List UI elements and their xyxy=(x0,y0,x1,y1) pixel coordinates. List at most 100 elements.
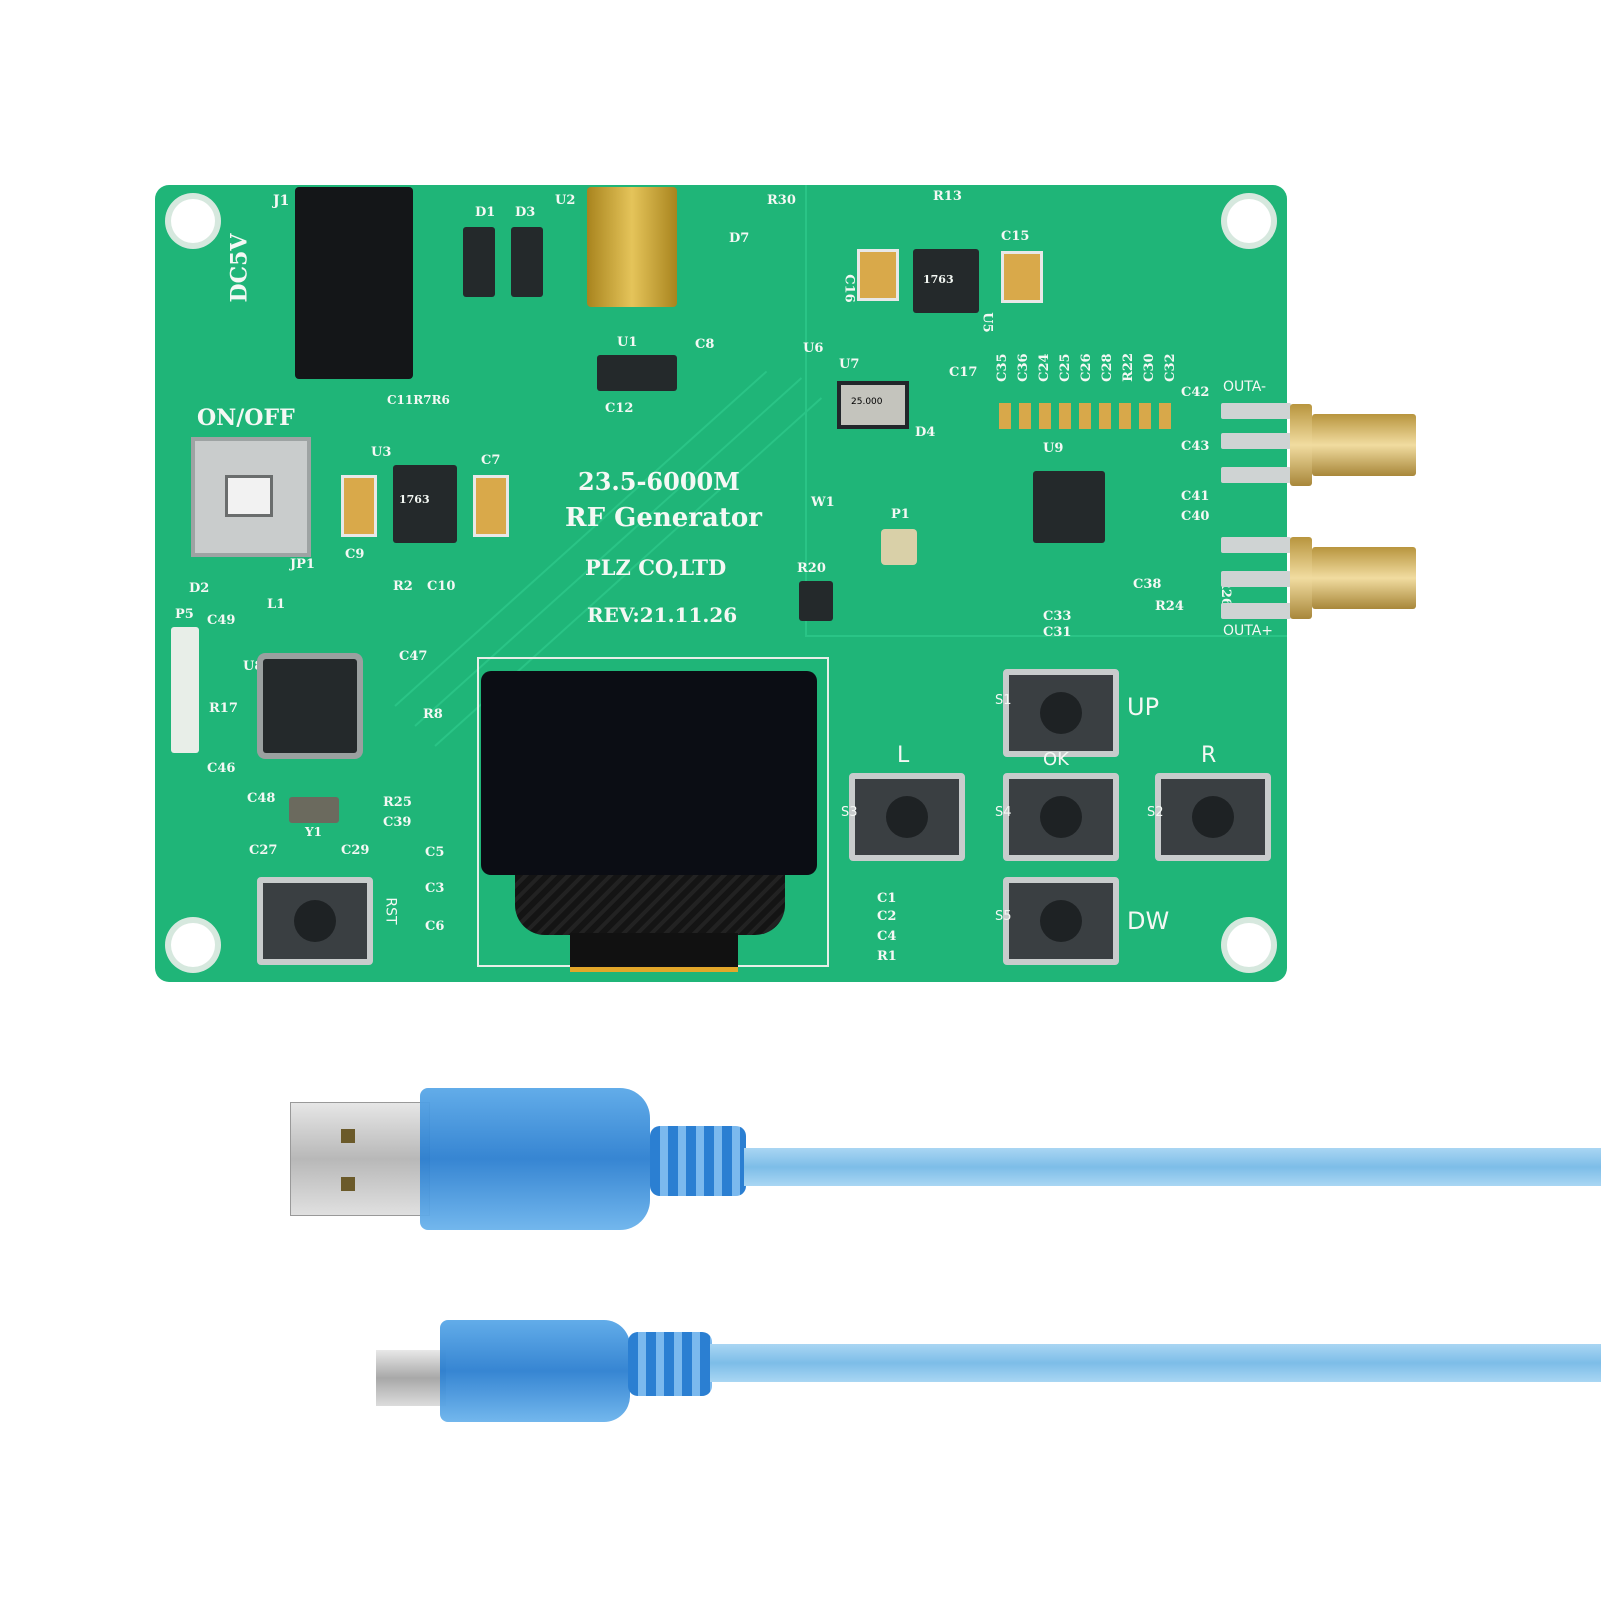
ref-label: C4 xyxy=(877,929,897,944)
ref-label: L1 xyxy=(267,597,286,612)
ref-label: R17 xyxy=(209,701,238,716)
ref-label: C6 xyxy=(425,919,445,934)
ufl-connector[interactable] xyxy=(881,529,917,565)
ref-label: C25 xyxy=(1058,353,1073,382)
mount-hole xyxy=(1227,923,1271,967)
ref-label: S1 xyxy=(995,693,1012,708)
switch-knob[interactable] xyxy=(225,475,273,517)
crystal-y1 xyxy=(289,797,339,823)
ref-label: D4 xyxy=(915,425,936,440)
ref-label: C48 xyxy=(247,791,276,806)
ref-label: S4 xyxy=(995,805,1012,820)
ref-label: C8 xyxy=(695,337,715,352)
up-button[interactable] xyxy=(1003,669,1119,757)
ref-label: C41 xyxy=(1181,489,1210,504)
down-label: DW xyxy=(1127,907,1170,935)
ref-label: C1 xyxy=(877,891,897,906)
ref-label: D2 xyxy=(189,581,210,596)
sma-flange-minus xyxy=(1290,404,1312,486)
mini-usb-plug xyxy=(376,1350,446,1406)
usb-cable-lower xyxy=(710,1344,1601,1382)
usb-a-plug xyxy=(290,1102,430,1216)
tantalum-cap xyxy=(1001,251,1043,303)
usb-a-housing xyxy=(420,1088,650,1230)
diode xyxy=(463,227,495,297)
output-plus-label: OUTA+ xyxy=(1223,623,1274,639)
ref-label: C5 xyxy=(425,845,445,860)
ref-label: D7 xyxy=(729,231,750,246)
ref-label: C43 xyxy=(1181,439,1210,454)
ref-label: U5 xyxy=(979,312,995,333)
regulator-chip xyxy=(393,465,457,543)
crystal-marking: 25.000 xyxy=(851,397,883,407)
sma-connector-outa-plus[interactable] xyxy=(1312,547,1416,609)
sma-connector-outa-minus[interactable] xyxy=(1312,414,1416,476)
ref-label: C49 xyxy=(207,613,236,628)
chip-marking: 1763 xyxy=(399,493,430,506)
right-button[interactable] xyxy=(1155,773,1271,861)
chip-marking: 1763 xyxy=(923,273,954,286)
ref-label: C47 xyxy=(399,649,428,664)
usb-cable-upper xyxy=(744,1148,1601,1186)
right-label: R xyxy=(1201,743,1217,768)
down-button[interactable] xyxy=(1003,877,1119,965)
mini-usb-strain-relief xyxy=(628,1332,712,1396)
up-label: UP xyxy=(1127,693,1160,721)
ref-label: U1 xyxy=(617,335,638,350)
ref-label: C31 xyxy=(1043,625,1072,640)
switch-label: ON/OFF xyxy=(197,405,295,431)
ref-label: D1 xyxy=(475,205,496,220)
oled-display xyxy=(481,671,817,875)
ref-label: R8 xyxy=(423,707,443,722)
ref-label: P1 xyxy=(891,507,910,522)
mount-hole xyxy=(171,199,215,243)
left-button[interactable] xyxy=(849,773,965,861)
ref-label: C3 xyxy=(425,881,445,896)
ref-label: C16 xyxy=(841,274,857,303)
sma-flange-plus xyxy=(1290,537,1312,619)
dc-power-jack[interactable] xyxy=(295,187,413,379)
mount-hole xyxy=(171,923,215,967)
frequency-range-label: 23.5-6000M xyxy=(578,467,740,496)
ref-label: R30 xyxy=(767,193,796,208)
ref-label: R25 xyxy=(383,795,412,810)
cap-row xyxy=(999,403,1179,429)
ref-label: S2 xyxy=(1147,805,1164,820)
ref-label: R20 xyxy=(797,561,826,576)
ref-label: D3 xyxy=(515,205,536,220)
ic-u1 xyxy=(597,355,677,391)
ref-label: R1 xyxy=(877,949,897,964)
tantalum-cap xyxy=(473,475,509,537)
ref-label: C17 xyxy=(949,365,978,380)
ref-label: U2 xyxy=(555,193,576,208)
ref-label: C2 xyxy=(877,909,897,924)
ref-label: R13 xyxy=(933,189,962,204)
ref-label: C10 xyxy=(427,579,456,594)
microcontroller xyxy=(263,659,357,753)
ref-label: JP1 xyxy=(290,557,315,572)
solder-pad xyxy=(1221,433,1291,449)
reset-button[interactable] xyxy=(257,877,373,965)
ref-label: C40 xyxy=(1181,509,1210,524)
product-name-label: RF Generator xyxy=(565,503,762,533)
ref-label: C35 xyxy=(995,353,1010,382)
mini-usb-port[interactable] xyxy=(587,187,677,307)
ref-label: S5 xyxy=(995,909,1012,924)
power-switch[interactable] xyxy=(191,437,311,557)
solder-pad xyxy=(1221,571,1291,587)
header-p5 xyxy=(171,627,199,753)
ref-label: C38 xyxy=(1133,577,1162,592)
tantalum-cap xyxy=(341,475,377,537)
diode xyxy=(511,227,543,297)
tantalum-cap xyxy=(857,249,899,301)
ref-label: R24 xyxy=(1155,599,1184,614)
ok-label: OK xyxy=(1043,749,1069,770)
rf-synthesizer-chip xyxy=(1033,471,1105,543)
ref-label: C33 xyxy=(1043,609,1072,624)
solder-pad xyxy=(1221,403,1291,419)
ic-u5 xyxy=(913,249,979,313)
solder-pad xyxy=(1221,603,1291,619)
ref-label: Y1 xyxy=(305,825,322,839)
ref-label: U9 xyxy=(1043,441,1064,456)
ok-button[interactable] xyxy=(1003,773,1119,861)
